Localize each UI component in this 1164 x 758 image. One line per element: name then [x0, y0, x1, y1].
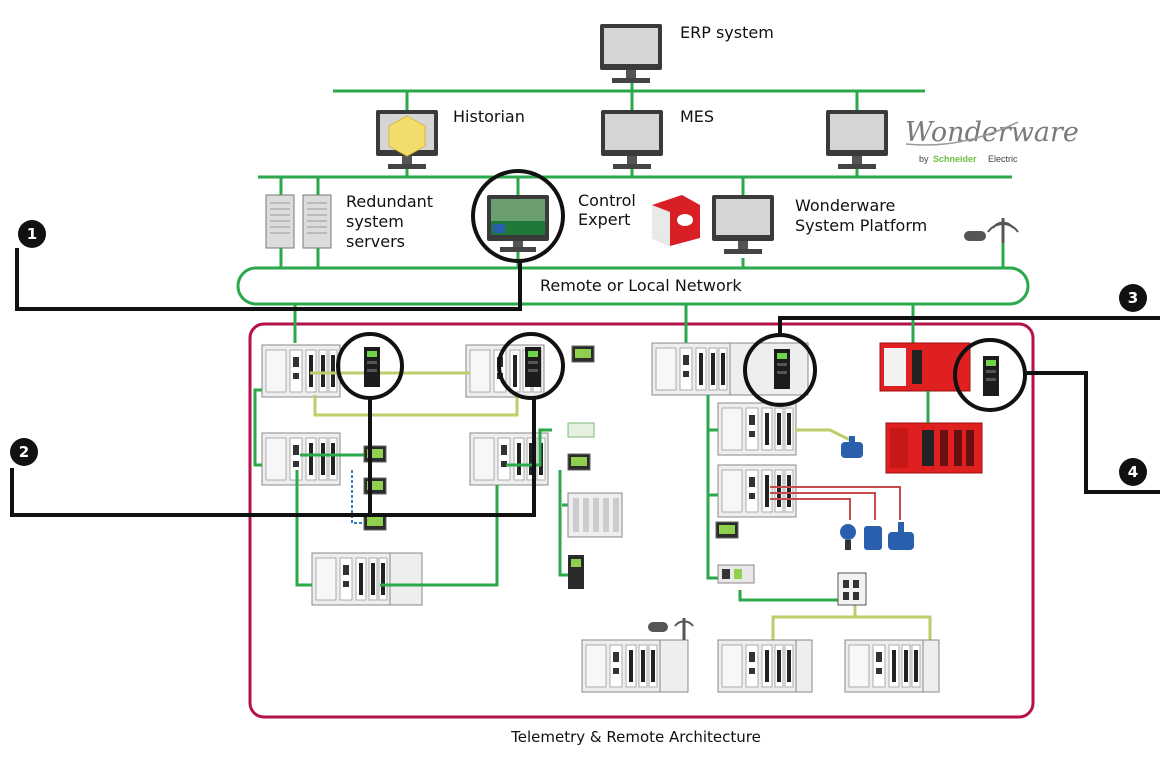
plc-rack-icon	[717, 639, 797, 693]
left-rack-group	[261, 344, 549, 606]
red-plc-group	[879, 342, 983, 474]
callout-badge-4: 4	[1119, 458, 1147, 486]
cpu-module-icon	[983, 356, 999, 396]
station-monitor-icon	[826, 110, 888, 169]
historian-hex-icon	[388, 115, 426, 157]
io-terminal-icon	[567, 422, 595, 438]
cpu-module-icon	[774, 349, 790, 389]
historian-label: Historian	[453, 107, 525, 126]
control-expert-label-1: Control	[578, 191, 636, 210]
control-expert-label-2: Expert	[578, 210, 630, 229]
mid-right-group	[651, 342, 809, 518]
callout-badge-1: 1	[18, 220, 46, 248]
valve-icon	[841, 436, 863, 458]
mes-label: MES	[680, 107, 714, 126]
plc-rack-icon	[844, 639, 924, 693]
server-icon	[302, 194, 332, 249]
control-expert-highlight	[471, 169, 565, 263]
switch-icon	[837, 572, 867, 606]
cpu-highlight-2	[497, 332, 565, 400]
plc-rack-icon	[581, 639, 661, 693]
callout-badge-2: 2	[10, 438, 38, 466]
mes-monitor-icon	[601, 110, 663, 169]
servers-label-1: Redundant	[346, 192, 433, 211]
svg-text:3: 3	[1128, 289, 1138, 307]
plc-rack-icon	[717, 464, 797, 518]
control-expert-monitor-icon	[487, 195, 549, 252]
telemetry-frame	[248, 322, 1035, 719]
enterprise-network	[258, 82, 1012, 268]
network-bus	[236, 266, 1030, 306]
io-island-icon	[567, 492, 623, 538]
io-module-icon	[571, 345, 595, 363]
diagram-caption: Telemetry & Remote Architecture	[510, 728, 761, 746]
sensor-icon	[840, 524, 856, 550]
svg-text:2: 2	[19, 443, 29, 461]
servers-label-2: system	[346, 212, 404, 231]
erp-label: ERP system	[680, 23, 774, 42]
network-label: Remote or Local Network	[540, 276, 742, 295]
erp-monitor-icon	[600, 24, 662, 83]
wifi-antenna-icon	[964, 218, 1019, 243]
io-module-icon	[363, 445, 387, 463]
software-box-icon	[652, 195, 700, 246]
svg-text:Electric: Electric	[988, 154, 1018, 164]
wonderware-logo: Wonderware by Schneider Electric	[905, 117, 1079, 164]
cpu-module-icon	[364, 347, 380, 387]
plc-rack-icon	[261, 432, 341, 486]
io-drive-icon	[568, 555, 584, 589]
valve-icon	[888, 522, 914, 550]
io-module-icon	[363, 477, 387, 495]
plc-rack-icon	[717, 402, 797, 456]
plc-rack-icon	[261, 344, 341, 398]
platform-label-2: System Platform	[795, 216, 927, 235]
svg-text:by: by	[919, 154, 929, 164]
wifi-antenna-icon	[648, 618, 694, 640]
server-icon	[265, 194, 295, 249]
io-module-icon	[567, 453, 591, 471]
platform-label-1: Wonderware	[795, 196, 895, 215]
io-rail-icon	[717, 564, 755, 584]
plc-rack-icon	[651, 342, 731, 396]
io-module-icon	[715, 521, 739, 539]
cpu-module-icon	[525, 347, 541, 387]
svg-text:1: 1	[27, 225, 37, 243]
svg-text:Schneider: Schneider	[933, 154, 977, 164]
callout-badge-3: 3	[1119, 284, 1147, 312]
system-platform-monitor-icon	[712, 195, 774, 254]
plc-rack-icon	[469, 432, 549, 486]
servers-label-3: servers	[346, 232, 405, 251]
plc-rack-icon	[311, 552, 391, 606]
sensor-icon	[864, 526, 882, 550]
svg-text:4: 4	[1128, 463, 1138, 481]
